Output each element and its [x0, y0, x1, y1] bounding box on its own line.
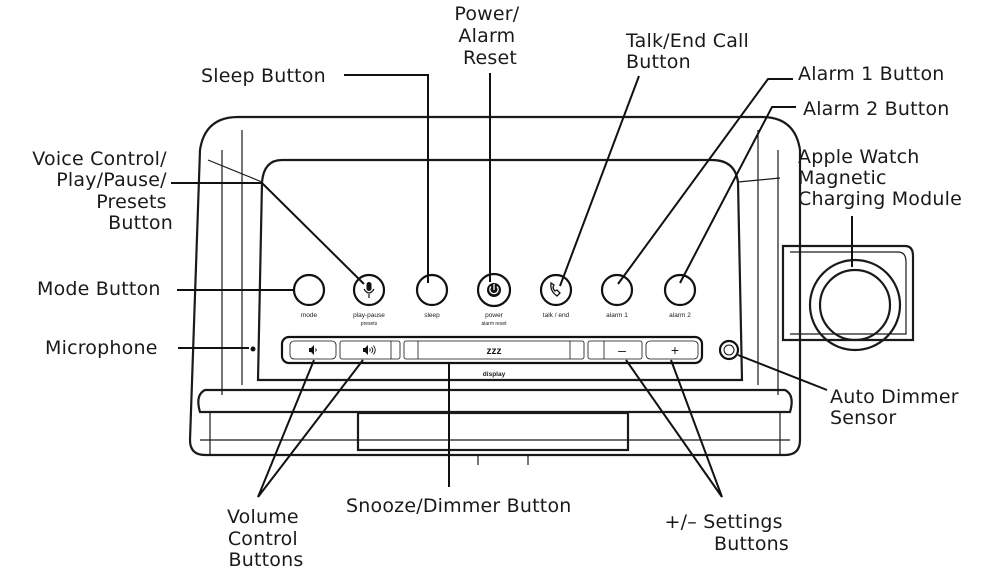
sleep-callout: Sleep Button: [201, 65, 326, 87]
leader-lines: [171, 73, 853, 498]
power-button[interactable]: [476, 272, 512, 308]
volume-callout: Volume Control Buttons: [227, 506, 305, 571]
auto-dimmer-callout: Auto Dimmer Sensor: [830, 386, 965, 429]
volume-down-button[interactable]: [289, 340, 337, 360]
power-label: power: [485, 312, 504, 319]
minus-button[interactable]: –: [587, 340, 643, 360]
clock-body: [188, 115, 802, 465]
sleep-label: sleep: [424, 312, 440, 319]
microphone-hole: [250, 346, 256, 352]
talk-end-label: talk / end: [543, 312, 570, 319]
button-strip: zzz – +: [280, 335, 704, 365]
apple-watch-charging-module: [781, 244, 915, 352]
minus-label: –: [618, 342, 626, 358]
sleep-button[interactable]: [415, 273, 449, 307]
alarm-2-button[interactable]: [663, 273, 697, 307]
talk-end-callout: Talk/End Call Button: [625, 30, 755, 73]
snooze-label: zzz: [487, 346, 502, 357]
alarm-1-callout: Alarm 1 Button: [798, 63, 945, 85]
alarm-1-label: alarm 1: [606, 312, 628, 319]
plus-button[interactable]: +: [645, 340, 699, 360]
alarm-2-label: alarm 2: [669, 312, 691, 319]
front-display-window: [356, 411, 630, 452]
presets-label: presets: [361, 321, 378, 327]
voice-control-callout: Voice Control/ Play/Pause/ Presets Butto…: [32, 148, 173, 234]
talk-end-button[interactable]: [539, 273, 573, 307]
speaker-high-icon: [363, 345, 376, 355]
alarm-2-callout: Alarm 2 Button: [803, 98, 950, 120]
alarm-reset-label: alarm reset: [481, 321, 507, 327]
power-icon: [487, 283, 501, 297]
phone-icon: [550, 281, 561, 297]
mode-button[interactable]: [292, 273, 326, 307]
snooze-dimmer-button[interactable]: zzz: [403, 340, 585, 360]
play-pause-label: play-pause: [353, 312, 385, 319]
power-callout: Power/ Alarm Reset: [454, 3, 525, 69]
mode-label: mode: [301, 312, 318, 319]
mode-callout: Mode Button: [37, 278, 161, 300]
alarm-1-button[interactable]: [600, 273, 634, 307]
microphone-callout: Microphone: [45, 337, 158, 359]
microphone-icon: [363, 282, 375, 298]
settings-callout: +/– Settings Buttons: [665, 511, 789, 555]
auto-dimmer-sensor: [718, 339, 740, 361]
display-label: display: [483, 371, 506, 378]
plus-label: +: [671, 342, 679, 358]
snooze-callout: Snooze/Dimmer Button: [346, 495, 572, 517]
volume-up-button[interactable]: [339, 340, 401, 360]
speaker-low-icon: [309, 345, 317, 355]
apple-watch-callout: Apple Watch Magnetic Charging Module: [798, 146, 962, 210]
